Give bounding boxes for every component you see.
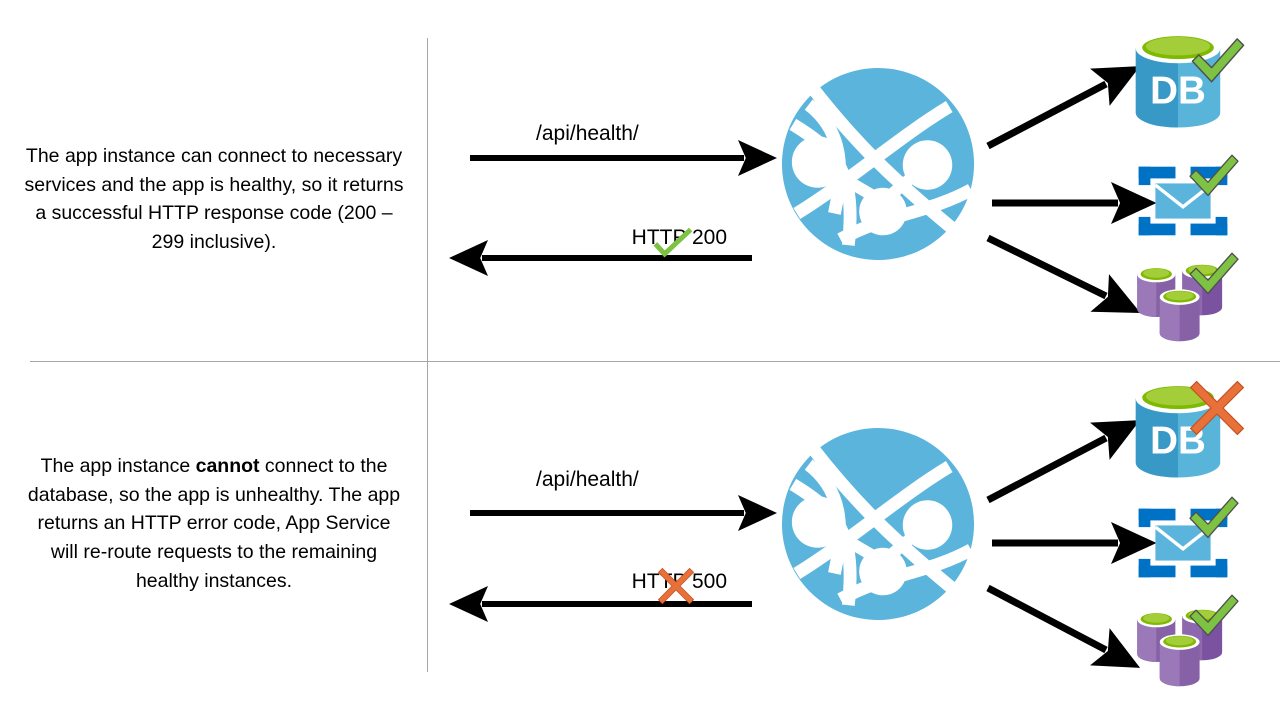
x-icon-response-unhealthy — [658, 568, 694, 604]
description-unhealthy-emphasis: cannot — [195, 455, 260, 477]
horizontal-divider — [30, 361, 1280, 362]
description-unhealthy-prefix: The app instance — [40, 455, 196, 477]
request-label-healthy: /api/health/ — [536, 122, 639, 145]
service-arrow-storage-unhealthy — [986, 584, 1141, 668]
globe-network-icon-unhealthy — [782, 428, 974, 620]
request-label-unhealthy: /api/health/ — [536, 468, 639, 491]
database-icon-healthy — [1135, 33, 1221, 128]
storage-icon-healthy — [1137, 263, 1223, 342]
vertical-divider — [427, 38, 428, 672]
description-healthy-text: The app instance can connect to necessar… — [24, 145, 404, 253]
service-arrow-storage-healthy — [986, 234, 1141, 313]
description-healthy: The app instance can connect to necessar… — [24, 142, 404, 257]
service-arrow-database-unhealthy — [986, 420, 1141, 504]
service-arrow-database-healthy — [986, 66, 1141, 150]
description-unhealthy: The app instance cannot connect to the d… — [24, 452, 404, 595]
globe-network-icon-healthy — [782, 68, 974, 260]
description-unhealthy-suffix: connect to the database, so the app is u… — [27, 455, 401, 592]
check-icon-response-healthy — [655, 230, 690, 254]
